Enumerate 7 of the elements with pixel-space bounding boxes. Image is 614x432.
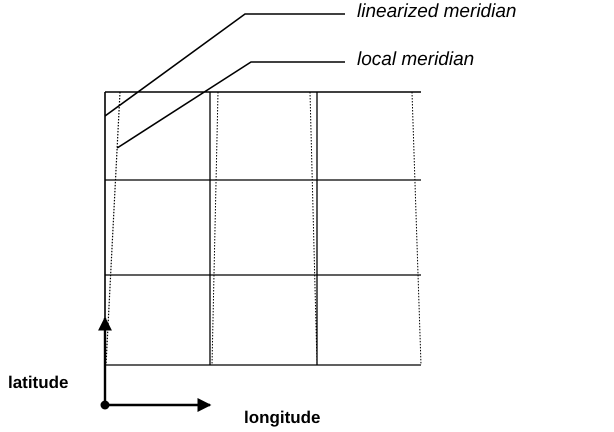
axis-label: longitude — [244, 407, 320, 429]
leader-line — [116, 61, 345, 149]
callout-label: local meridian — [357, 49, 474, 71]
axis-label: latitude — [8, 372, 68, 394]
leader-line — [104, 13, 345, 117]
dotted-meridian-line — [105, 92, 121, 366]
callout-label: linearized meridian — [357, 1, 516, 23]
